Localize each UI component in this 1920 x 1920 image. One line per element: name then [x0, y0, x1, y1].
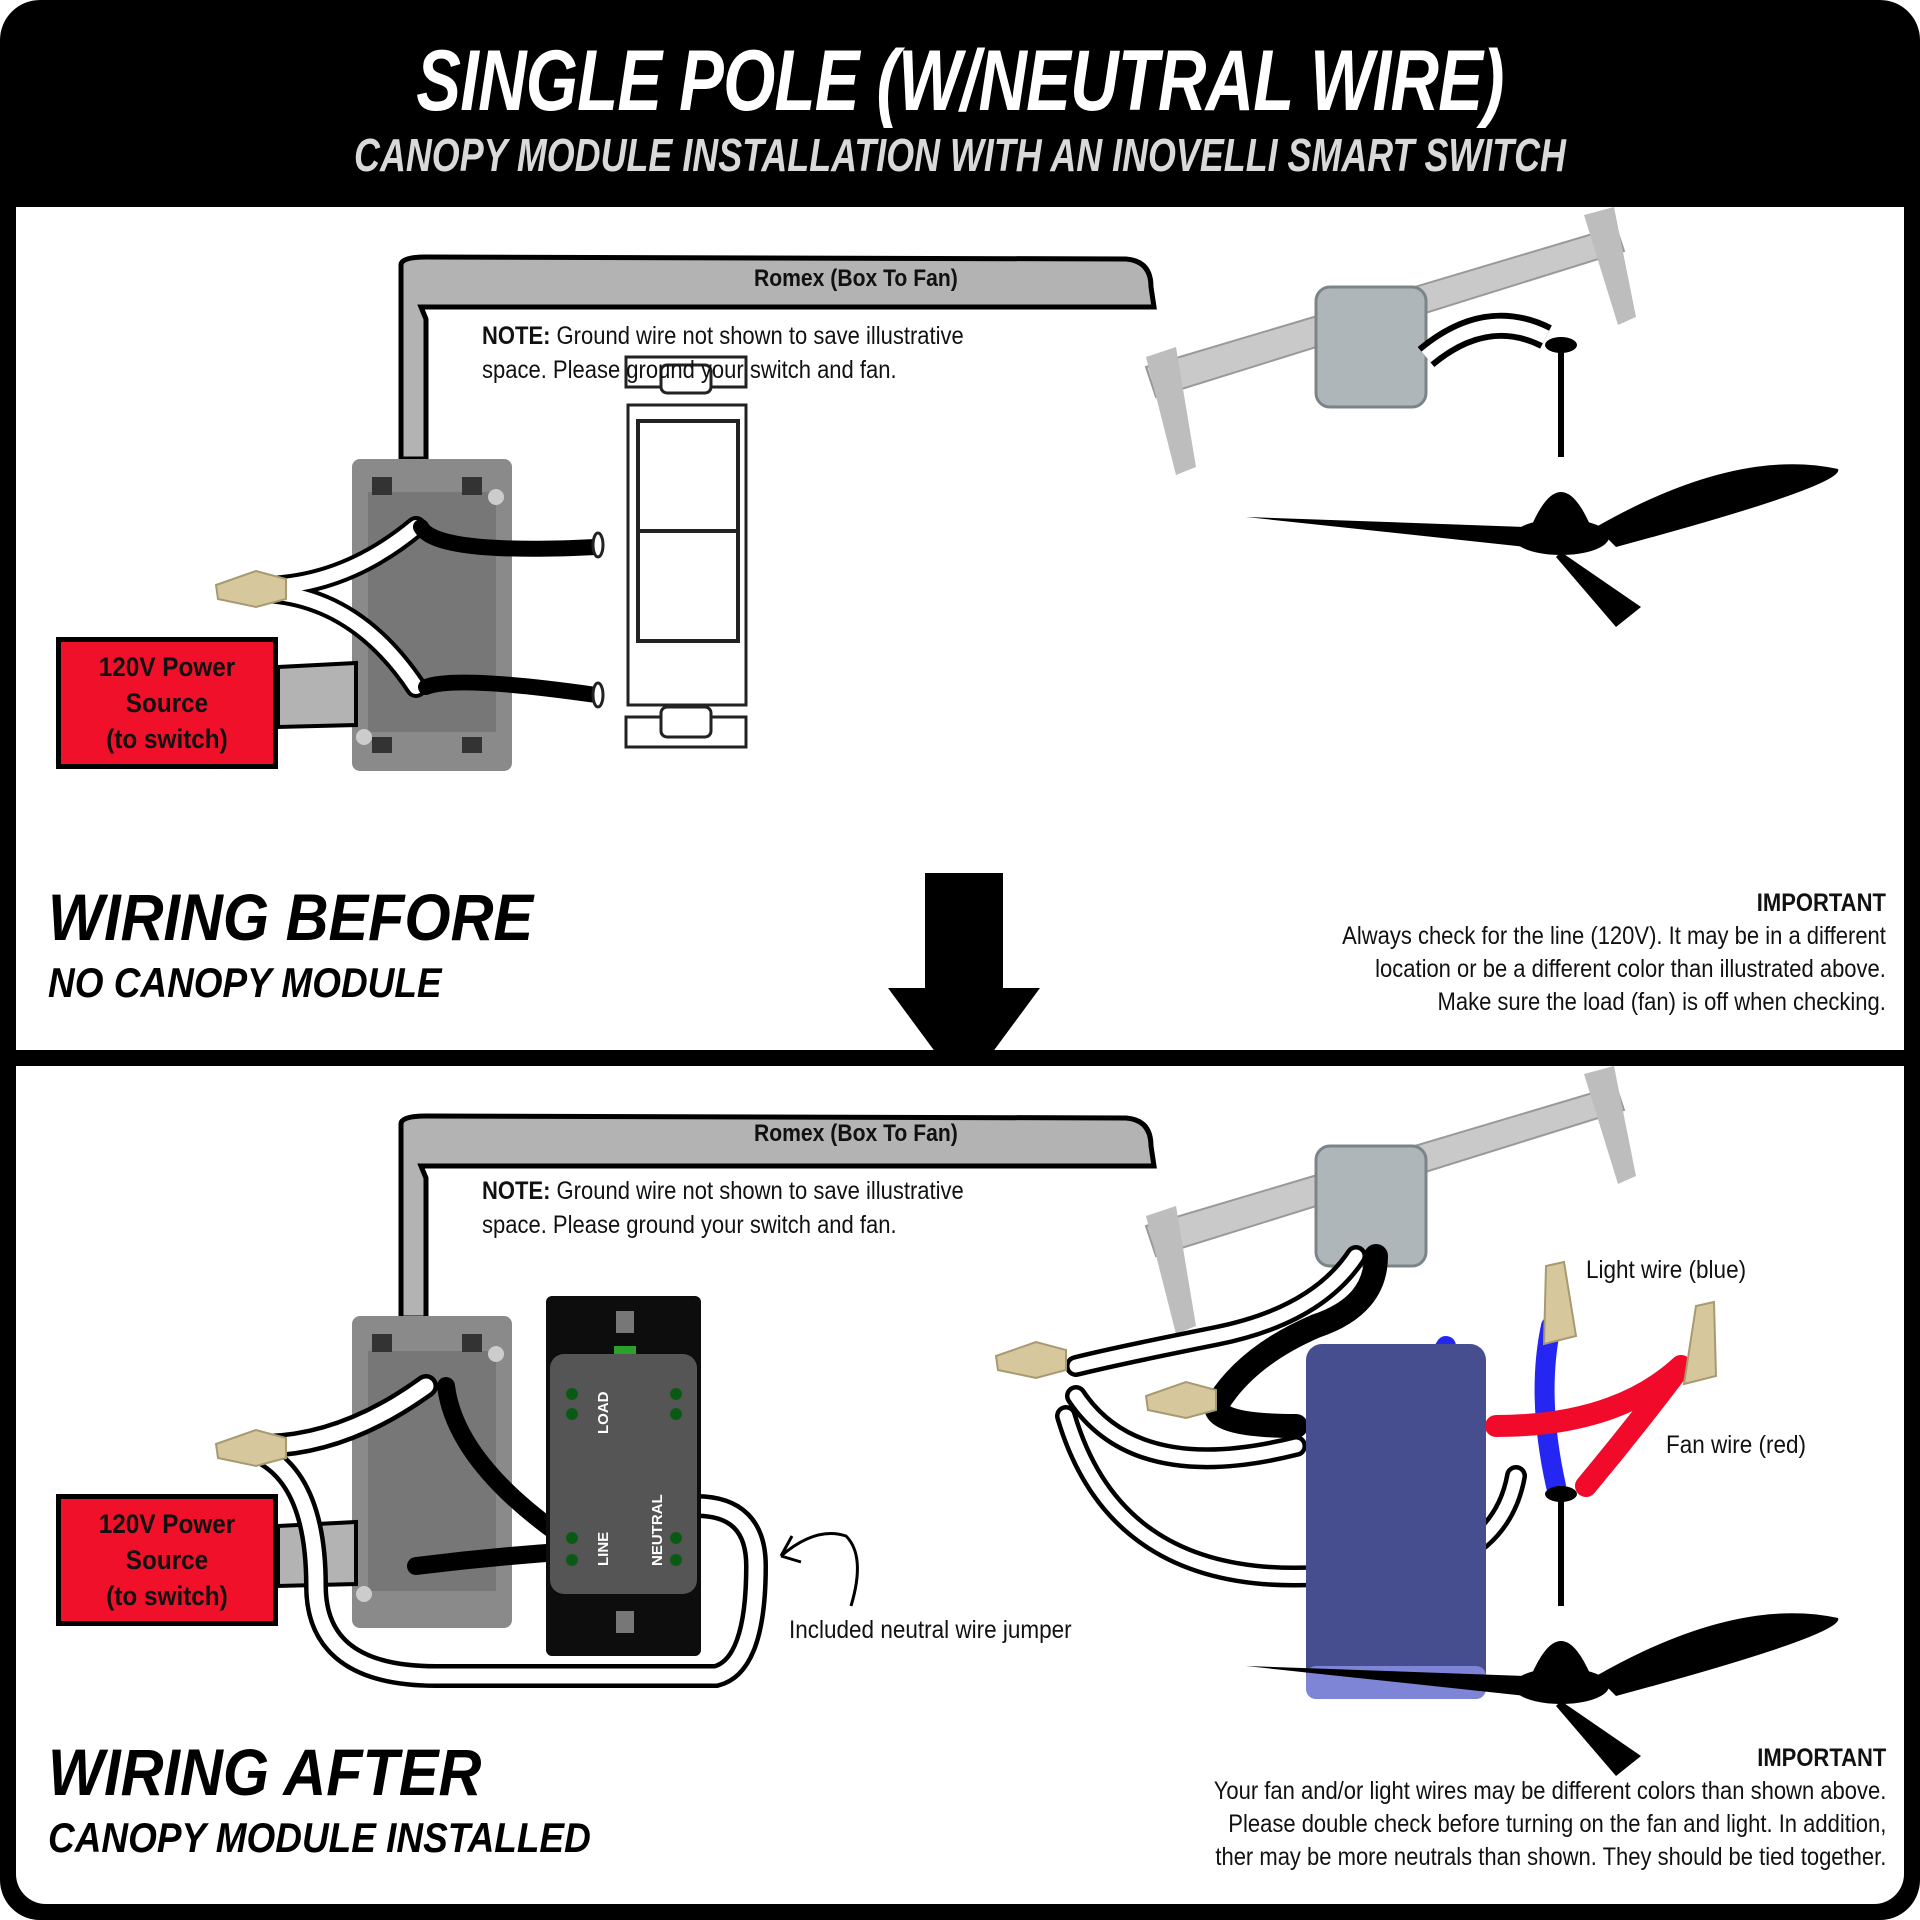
section-subtitle-before: NO CANOPY MODULE: [48, 959, 442, 1006]
power-source-line-2: Source: [125, 1545, 209, 1575]
important-line: Always check for the line (120V). It may…: [1342, 922, 1886, 950]
power-source-line-1: 120V Power: [98, 1509, 236, 1539]
important-line: Make sure the load (fan) is off when che…: [1437, 988, 1886, 1016]
panel-wiring-before: Romex (Box To Fan) NOTE: Ground wire not…: [16, 207, 1904, 1050]
black-wire: [1203, 1244, 1388, 1438]
note-text-1: Ground wire not shown to save illustrati…: [550, 322, 964, 350]
romex-label: Romex (Box To Fan): [754, 265, 958, 292]
ground-note: NOTE: Ground wire not shown to save illu…: [482, 1174, 1028, 1242]
header: SINGLE POLE (W/NEUTRAL WIRE) CANOPY MODU…: [0, 0, 1920, 205]
terminal-label-neutral: NEUTRAL: [649, 1494, 666, 1566]
important-line: Please double check before turning on th…: [1227, 1810, 1886, 1838]
note-text-1: Ground wire not shown to save illustrati…: [550, 1177, 964, 1205]
fan-wire-label: Fan wire (red): [1666, 1431, 1807, 1459]
jumper-callout-arrow: [779, 1532, 859, 1607]
ceiling-fan-bracket: [1144, 207, 1636, 475]
wire-nut-icon: [994, 1260, 1718, 1420]
romex-cable: [398, 254, 1157, 462]
red-fan-wire: [1485, 1355, 1692, 1497]
black-line-wire: [413, 519, 604, 557]
light-wire-label: Light wire (blue): [1586, 1256, 1747, 1284]
note-label: NOTE:: [482, 1177, 551, 1205]
switch-box: [352, 1316, 512, 1628]
romex-cable: [398, 1113, 1157, 1321]
important-line: Your fan and/or light wires may be diffe…: [1213, 1777, 1886, 1805]
power-source-line-2: Source: [125, 688, 209, 718]
section-title-before: WIRING BEFORE: [48, 880, 534, 954]
power-source-box: 120V Power Source (to switch): [56, 1494, 278, 1626]
note-text-2: space. Please ground your switch and fan…: [482, 1211, 897, 1239]
page-subtitle: CANOPY MODULE INSTALLATION WITH AN INOVE…: [354, 129, 1566, 181]
canopy-module: [1306, 1344, 1486, 1699]
jumper-label: Included neutral wire jumper: [789, 1616, 1072, 1644]
important-heading: IMPORTANT: [1756, 889, 1886, 917]
important-line: location or be a different color than il…: [1375, 955, 1886, 983]
romex-label: Romex (Box To Fan): [754, 1120, 958, 1147]
switch-box: [352, 459, 512, 771]
note-label: NOTE:: [482, 322, 551, 350]
smart-switch: LOAD LINE NEUTRAL: [546, 1296, 701, 1656]
power-source-line-1: 120V Power: [98, 652, 236, 682]
panel-wiring-after: LOAD LINE NEUTRAL: [16, 1066, 1904, 1904]
ceiling-fan-icon: [1246, 337, 1839, 627]
terminal-label-load: LOAD: [595, 1391, 612, 1434]
wire-nut-icon: [214, 569, 287, 609]
down-arrow-icon: [888, 873, 1040, 1091]
section-title-after: WIRING AFTER: [48, 1735, 482, 1809]
ground-note: NOTE: Ground wire not shown to save illu…: [482, 319, 1028, 387]
terminal-label-line: LINE: [595, 1532, 612, 1566]
after-diagram: LOAD LINE NEUTRAL: [214, 1066, 1839, 1776]
feed-cable: [276, 660, 358, 730]
ceiling-fan-icon: [1246, 1486, 1839, 1776]
power-source-box: 120V Power Source (to switch): [56, 637, 278, 769]
important-note-after: IMPORTANT Your fan and/or light wires ma…: [1122, 1742, 1886, 1874]
before-diagram: [214, 207, 1839, 771]
ceiling-fan-bracket: [1144, 1066, 1636, 1334]
page-title: SINGLE POLE (W/NEUTRAL WIRE): [416, 33, 1504, 129]
black-load-wire: [418, 674, 604, 703]
standard-switch: [591, 355, 748, 749]
important-line: ther may be more neutrals than shown. Th…: [1215, 1843, 1886, 1871]
power-source-line-3: (to switch): [106, 724, 228, 754]
power-source-line-3: (to switch): [106, 1581, 228, 1611]
wire-nut-icon: [214, 1428, 287, 1468]
note-text-2: space. Please ground your switch and fan…: [482, 356, 897, 384]
important-heading: IMPORTANT: [1756, 1744, 1886, 1772]
section-subtitle-after: CANOPY MODULE INSTALLED: [48, 1814, 591, 1861]
important-note-before: IMPORTANT Always check for the line (120…: [1268, 887, 1886, 1019]
